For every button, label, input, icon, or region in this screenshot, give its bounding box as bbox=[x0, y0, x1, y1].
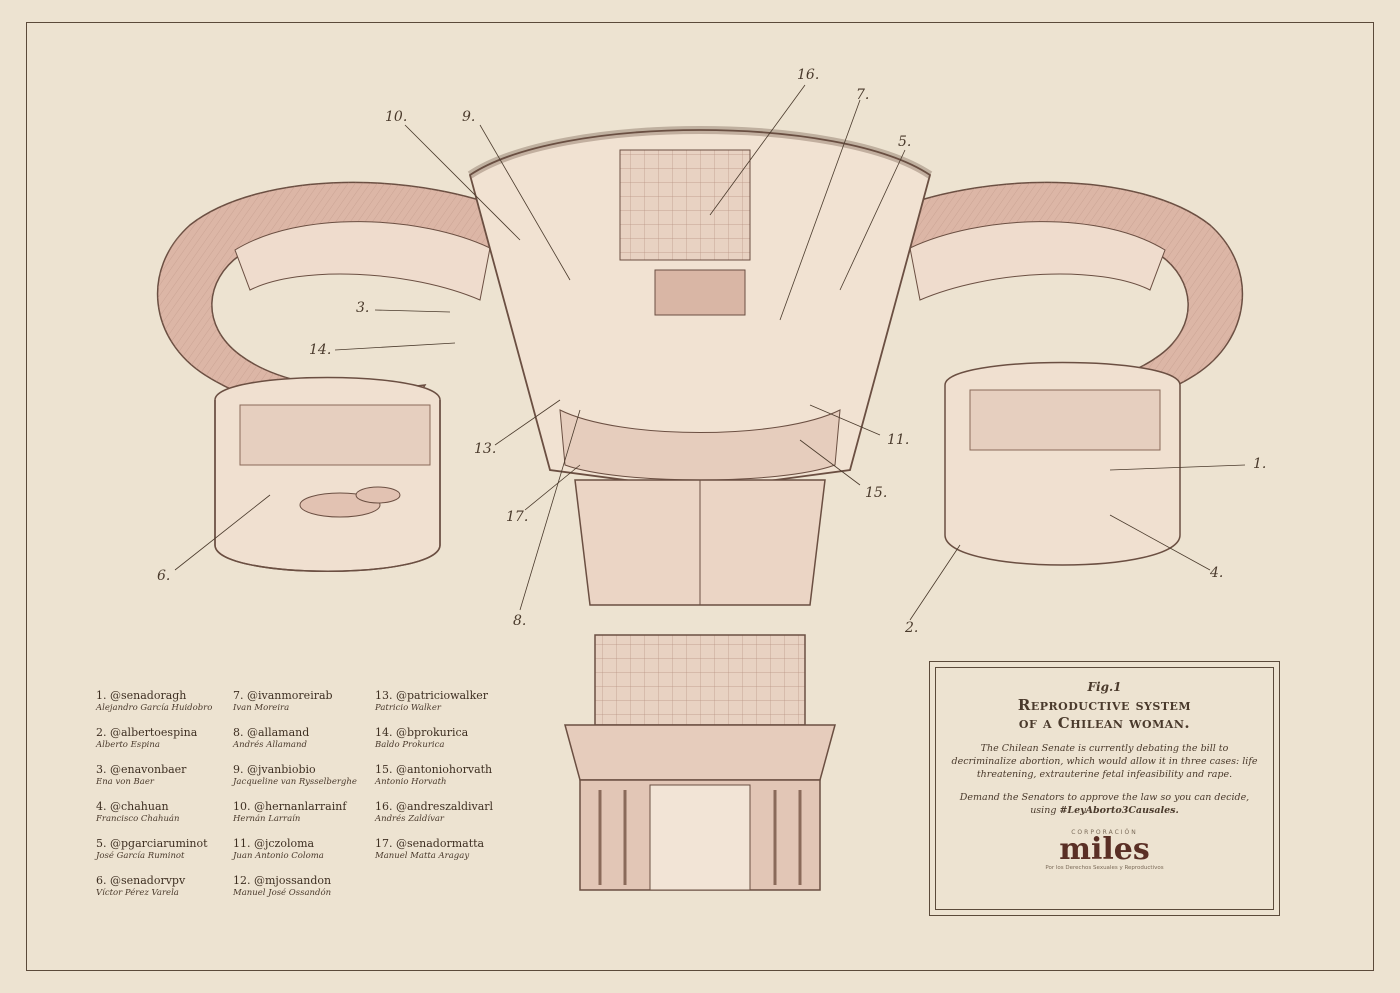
legend-name: Ivan Moreira bbox=[233, 703, 290, 713]
right-ovary-room bbox=[944, 361, 1181, 566]
legend-name: Juan Antonio Coloma bbox=[233, 851, 324, 861]
legend-handle[interactable]: 6. @senadorvpv bbox=[96, 874, 186, 887]
legend-handle[interactable]: 2. @albertoespina bbox=[96, 726, 198, 739]
callout-13: 13. bbox=[474, 441, 497, 457]
callout-9: 9. bbox=[462, 109, 476, 125]
legend-handle[interactable]: 14. @bprokurica bbox=[375, 726, 469, 739]
callout-2: 2. bbox=[905, 620, 919, 636]
callout-11: 11. bbox=[887, 432, 910, 448]
call-to-action: Demand the Senators to approve the law s… bbox=[950, 791, 1259, 817]
legend-handle[interactable]: 9. @jvanbiobio bbox=[233, 763, 316, 776]
figure-description: The Chilean Senate is currently debating… bbox=[951, 743, 1258, 780]
cervix-chamber bbox=[574, 479, 826, 606]
figure-caption-inner: Fig.1 Reproductive system of a Chilean w… bbox=[935, 667, 1274, 910]
callout-8: 8. bbox=[513, 613, 527, 629]
legend-handle[interactable]: 8. @allamand bbox=[233, 726, 310, 739]
legend-name: Manuel José Ossandón bbox=[233, 888, 332, 898]
callout-15: 15. bbox=[865, 485, 888, 501]
legend-name: Jacqueline van Rysselberghe bbox=[233, 777, 357, 787]
figure-title: Reproductive system of a Chilean woman. bbox=[936, 696, 1273, 732]
legend-handle[interactable]: 15. @antoniohorvath bbox=[375, 763, 493, 776]
legend-name: Víctor Pérez Varela bbox=[96, 888, 179, 898]
legend-handle[interactable]: 12. @mjossandon bbox=[233, 874, 332, 887]
callout-4: 4. bbox=[1210, 565, 1224, 581]
logo-tagline: Por los Derechos Sexuales y Reproductivo… bbox=[1045, 865, 1164, 871]
legend-handle[interactable]: 7. @ivanmoreirab bbox=[233, 689, 333, 702]
legend-name: Patricio Walker bbox=[375, 703, 441, 713]
legend-handle[interactable]: 3. @enavonbaer bbox=[96, 763, 187, 776]
legend-handle[interactable]: 16. @andreszaldivarl bbox=[375, 800, 494, 813]
callout-6: 6. bbox=[157, 568, 171, 584]
callout-14: 14. bbox=[309, 342, 332, 358]
miles-logo: miles bbox=[1059, 832, 1150, 867]
legend-handle[interactable]: 11. @jczoloma bbox=[233, 837, 315, 850]
cta-text: Demand the Senators to approve the law s… bbox=[959, 792, 1250, 816]
figure-title-line2: of a Chilean woman. bbox=[1018, 714, 1191, 732]
legend-name: José García Ruminot bbox=[96, 851, 185, 861]
callout-17: 17. bbox=[506, 509, 529, 525]
uterus-chamber bbox=[467, 126, 933, 491]
legend-name: Ena von Baer bbox=[96, 777, 154, 787]
legend-name: Baldo Prokurica bbox=[375, 740, 445, 750]
callout-7: 7. bbox=[856, 87, 870, 103]
legend-handle[interactable]: 13. @patriciowalker bbox=[375, 689, 489, 702]
figure-label: Fig.1 bbox=[1087, 680, 1122, 694]
legend-name: Andrés Allamand bbox=[233, 740, 307, 750]
legend-name: Andrés Zaldívar bbox=[375, 814, 444, 824]
legend-handle[interactable]: 17. @senadormatta bbox=[375, 837, 485, 850]
vaginal-canal-building bbox=[564, 634, 836, 891]
legend-name: Alejandro García Huidobro bbox=[96, 703, 213, 713]
legend-name: Hernán Larraín bbox=[233, 814, 301, 824]
callout-16: 16. bbox=[797, 67, 820, 83]
left-ovary-room bbox=[214, 376, 441, 572]
legend-name: Alberto Espina bbox=[96, 740, 160, 750]
poster-frame bbox=[26, 22, 1374, 971]
legend-handle[interactable]: 5. @pgarciaruminot bbox=[96, 837, 208, 850]
callout-5: 5. bbox=[898, 134, 912, 150]
figure-caption-box: Fig.1 Reproductive system of a Chilean w… bbox=[929, 661, 1280, 916]
leader-lines bbox=[174, 84, 1246, 621]
legend-handle[interactable]: 10. @hernanlarrainf bbox=[233, 800, 347, 813]
legend-name: Manuel Matta Aragay bbox=[375, 851, 470, 861]
callout-1: 1. bbox=[1253, 456, 1267, 472]
legend-handle[interactable]: 1. @senadoragh bbox=[96, 689, 187, 702]
legend-name: Francisco Chahuán bbox=[96, 814, 180, 824]
callout-10: 10. bbox=[385, 109, 408, 125]
corporation-label: CORPORACIÓN bbox=[1071, 829, 1138, 836]
legend-handle[interactable]: 4. @chahuan bbox=[96, 800, 169, 813]
figure-title-line1: Reproductive system bbox=[1017, 696, 1192, 714]
legend-name: Antonio Horvath bbox=[375, 777, 447, 787]
hashtag-link[interactable]: #LeyAborto3Causales. bbox=[1059, 805, 1179, 816]
callout-3: 3. bbox=[356, 300, 370, 316]
